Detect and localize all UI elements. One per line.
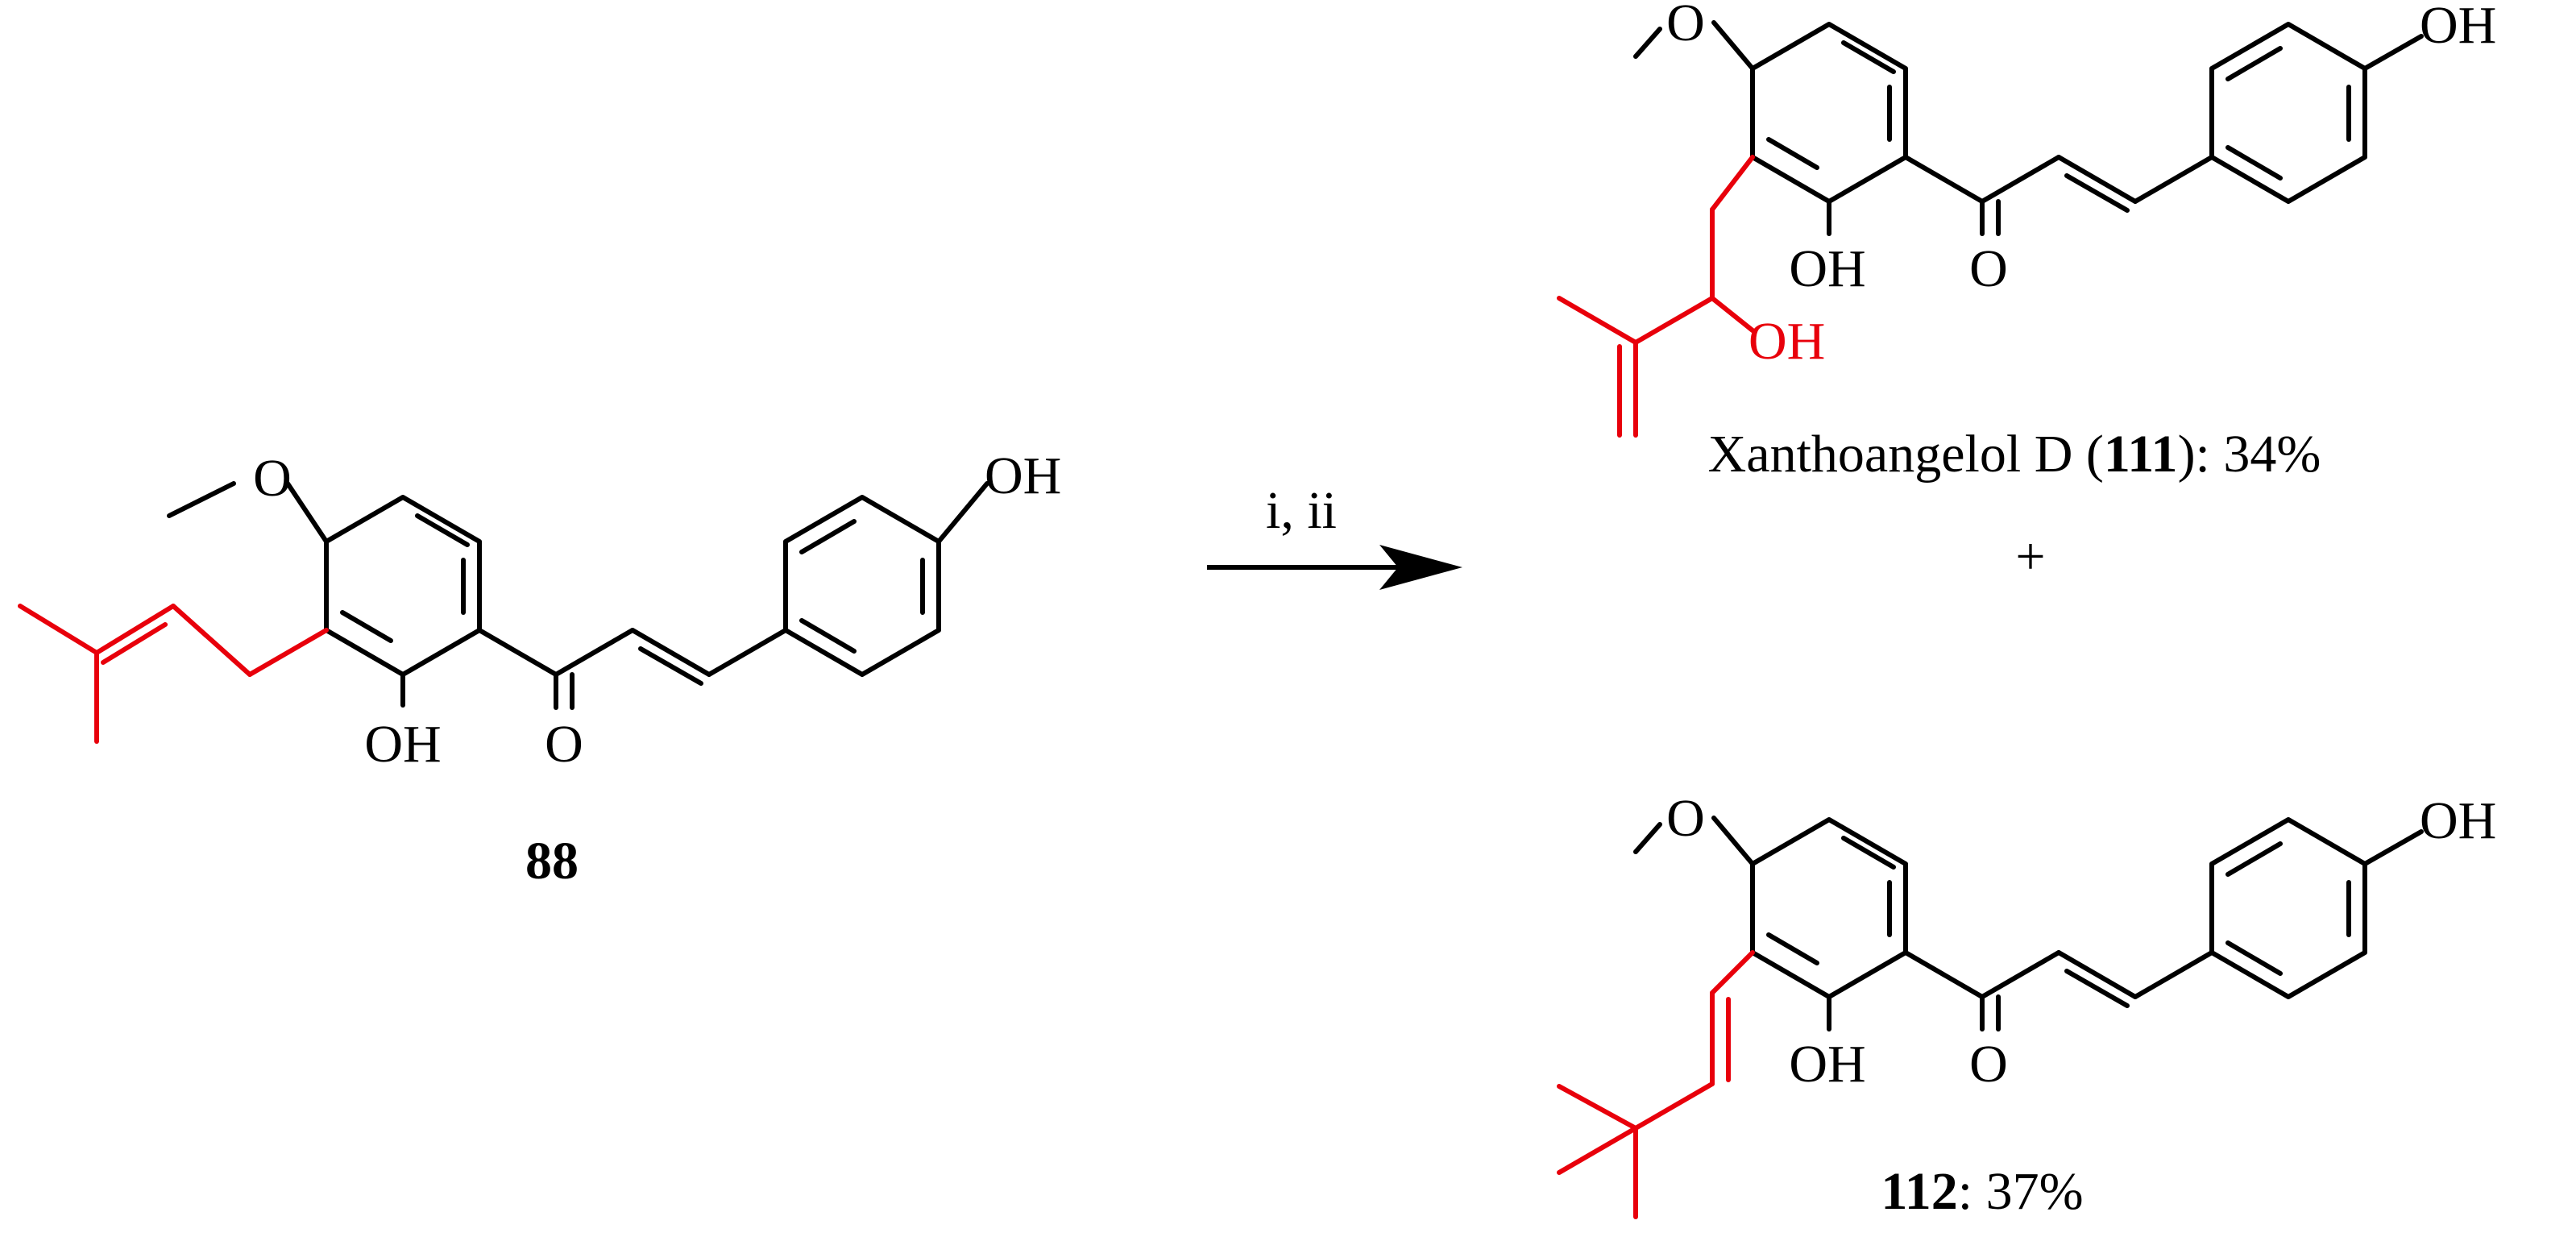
compound-name-111: Xanthoangelol D [1708,425,2073,484]
methoxy-o-label: O [253,449,292,508]
product-112-side-chain [1557,950,1755,1219]
side-chain-oh-label: OH [1748,312,1825,371]
reactant-88 [18,481,989,744]
carbonyl-o-label: O [1969,239,2008,298]
reactant-88-bonds [167,481,989,710]
reactant-88-atoms: O OH OH O [253,446,1061,774]
plus-sign: + [2015,527,2045,586]
compound-number-112: 112 [1881,1162,1957,1221]
methoxy-o-label: O [1666,0,1705,52]
product-111-atoms: O OH OH O OH [1666,0,2496,371]
product-111-side-chain [1557,155,1755,438]
arrow-head [1379,545,1462,590]
phenol-oh-label: OH [2420,791,2496,850]
compound-label-112: 112: 37% [1881,1162,2083,1221]
phenol-oh-label: OH [2420,0,2496,55]
compound-label-111: Xanthoangelol D (111): 34% [1708,425,2321,484]
compound-yield-112: : 37% [1958,1162,2084,1221]
methoxy-o-label: O [1666,789,1705,848]
reactant-88-prenyl [18,604,329,744]
product-112 [1557,816,2424,1219]
reaction-arrow: i, ii [1207,481,1462,590]
compound-label-88: 88 [525,832,579,890]
compound-yield-111: ): 34% [2178,425,2321,484]
compound-number-111: 111 [2104,425,2178,484]
reaction-conditions: i, ii [1266,481,1337,540]
chelated-oh-label: OH [364,715,441,774]
carbonyl-o-label: O [1969,1035,2008,1094]
chelated-oh-label: OH [1789,239,1865,298]
phenol-oh-label: OH [985,446,1061,505]
product-112-bonds [1633,816,2424,1032]
product-112-atoms: O OH OH O [1666,789,2496,1094]
compound-open-111: ( [2072,425,2103,484]
carbonyl-o-label: O [545,715,583,774]
product-111 [1557,20,2424,438]
product-111-bonds [1633,20,2424,236]
chelated-oh-label: OH [1789,1035,1865,1094]
